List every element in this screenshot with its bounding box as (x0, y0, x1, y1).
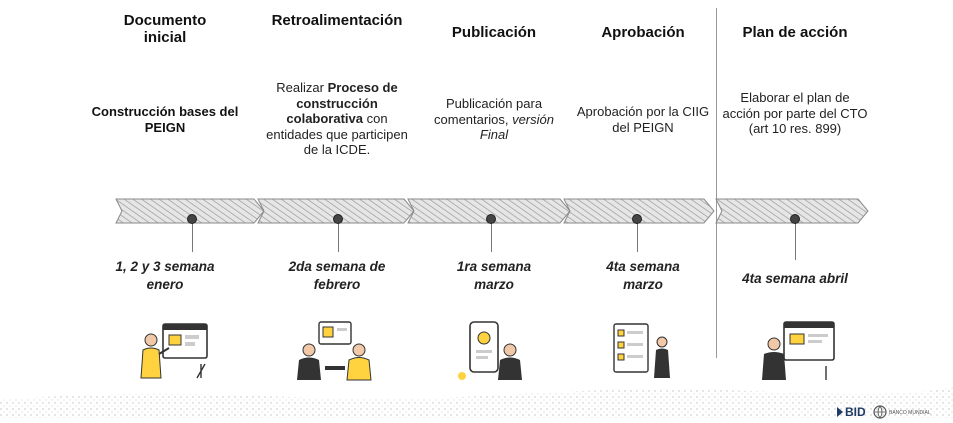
timeline-arrow-segment (257, 198, 415, 224)
stage-description: Publicación para comentarios, versión Fi… (434, 96, 554, 142)
ground-texture (0, 386, 953, 418)
bid-logo: BID (837, 405, 866, 419)
stage-title: Publicación (451, 24, 537, 41)
stage-title: Aprobación (601, 24, 685, 41)
stage-date: 4ta semana abril (742, 271, 848, 286)
stage-date: 1, 2 y 3 semana enero (115, 259, 215, 292)
stage-date: 4ta semana marzo (606, 259, 680, 292)
stage-description: Aprobación por la CIIG del PEIGN (576, 104, 710, 135)
action-plan-illustration (762, 321, 835, 380)
stage-description: Construcción bases del PEIGN (91, 104, 239, 135)
banco-mundial-logo: BANCO MUNDIAL (873, 405, 931, 419)
stage-description: Realizar Proceso de construcción colabor… (266, 80, 408, 157)
stage-date: 1ra semana marzo (456, 259, 532, 292)
timeline-arrow-segment (407, 198, 571, 224)
timeline-arrow-segment (115, 198, 265, 224)
approval-checklist-illustration (613, 323, 670, 378)
person-at-screen-illustration (140, 323, 208, 379)
stage-date: 2da semana de febrero (288, 259, 386, 292)
timeline-arrow-segment (563, 198, 715, 224)
stage-title: Plan de acción (742, 24, 848, 41)
stage-title: Documento inicial (123, 12, 207, 46)
mobile-user-illustration (458, 321, 522, 380)
timeline (115, 198, 869, 224)
svg-text:BANCO MUNDIAL: BANCO MUNDIAL (889, 410, 931, 416)
timeline-arrow-segment (715, 198, 869, 224)
stage-title: Retroalimentación (271, 12, 403, 29)
sponsor-logos: BID BANCO MUNDIAL (837, 405, 931, 419)
collaboration-illustration (297, 321, 372, 381)
section-divider (716, 8, 717, 358)
stage-description: Elaborar el plan de acción por parte del… (722, 90, 868, 136)
svg-text:BID: BID (845, 405, 866, 419)
